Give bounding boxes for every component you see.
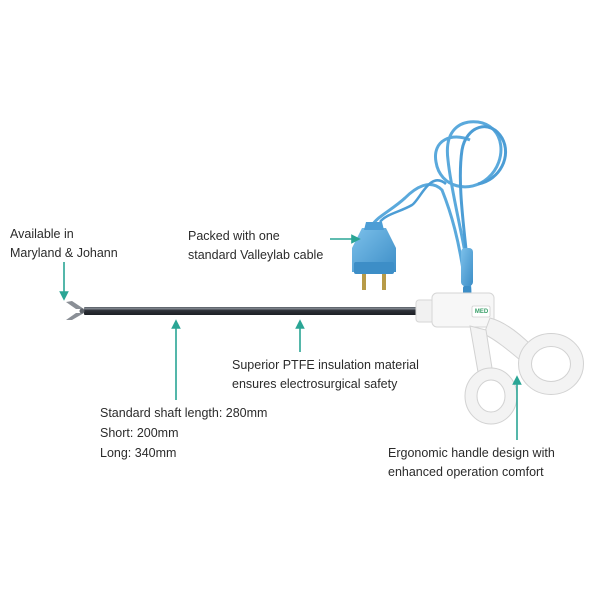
callout-insulation: Superior PTFE insulation material ensure… [232, 356, 419, 394]
callout-line: Standard shaft length: 280mm [100, 406, 268, 420]
callout-line: Packed with one [188, 229, 280, 243]
callout-line: enhanced operation comfort [388, 465, 544, 479]
callout-line: ensures electrosurgical safety [232, 377, 398, 391]
callout-jaw-options: Available in Maryland & Johann [10, 225, 118, 263]
cable [370, 120, 508, 296]
handle [415, 292, 584, 425]
callout-handle: Ergonomic handle design with enhanced op… [388, 444, 555, 482]
cable-connector [461, 248, 473, 286]
shaft [84, 307, 418, 315]
callout-line: Maryland & Johann [10, 246, 118, 260]
jaw-tip [66, 301, 85, 320]
callout-line: Short: 200mm [100, 426, 179, 440]
callout-line: Ergonomic handle design with [388, 446, 555, 460]
callout-shaft: Standard shaft length: 280mm Short: 200m… [100, 403, 267, 463]
callout-line: Superior PTFE insulation material [232, 358, 419, 372]
callout-cable: Packed with one standard Valleylab cable [188, 227, 323, 265]
callout-line: Long: 340mm [100, 446, 177, 460]
brand-logo: MED [474, 309, 489, 315]
callout-line: Available in [10, 227, 74, 241]
callout-line: standard Valleylab cable [188, 248, 324, 262]
banana-plug-icon [352, 222, 396, 290]
